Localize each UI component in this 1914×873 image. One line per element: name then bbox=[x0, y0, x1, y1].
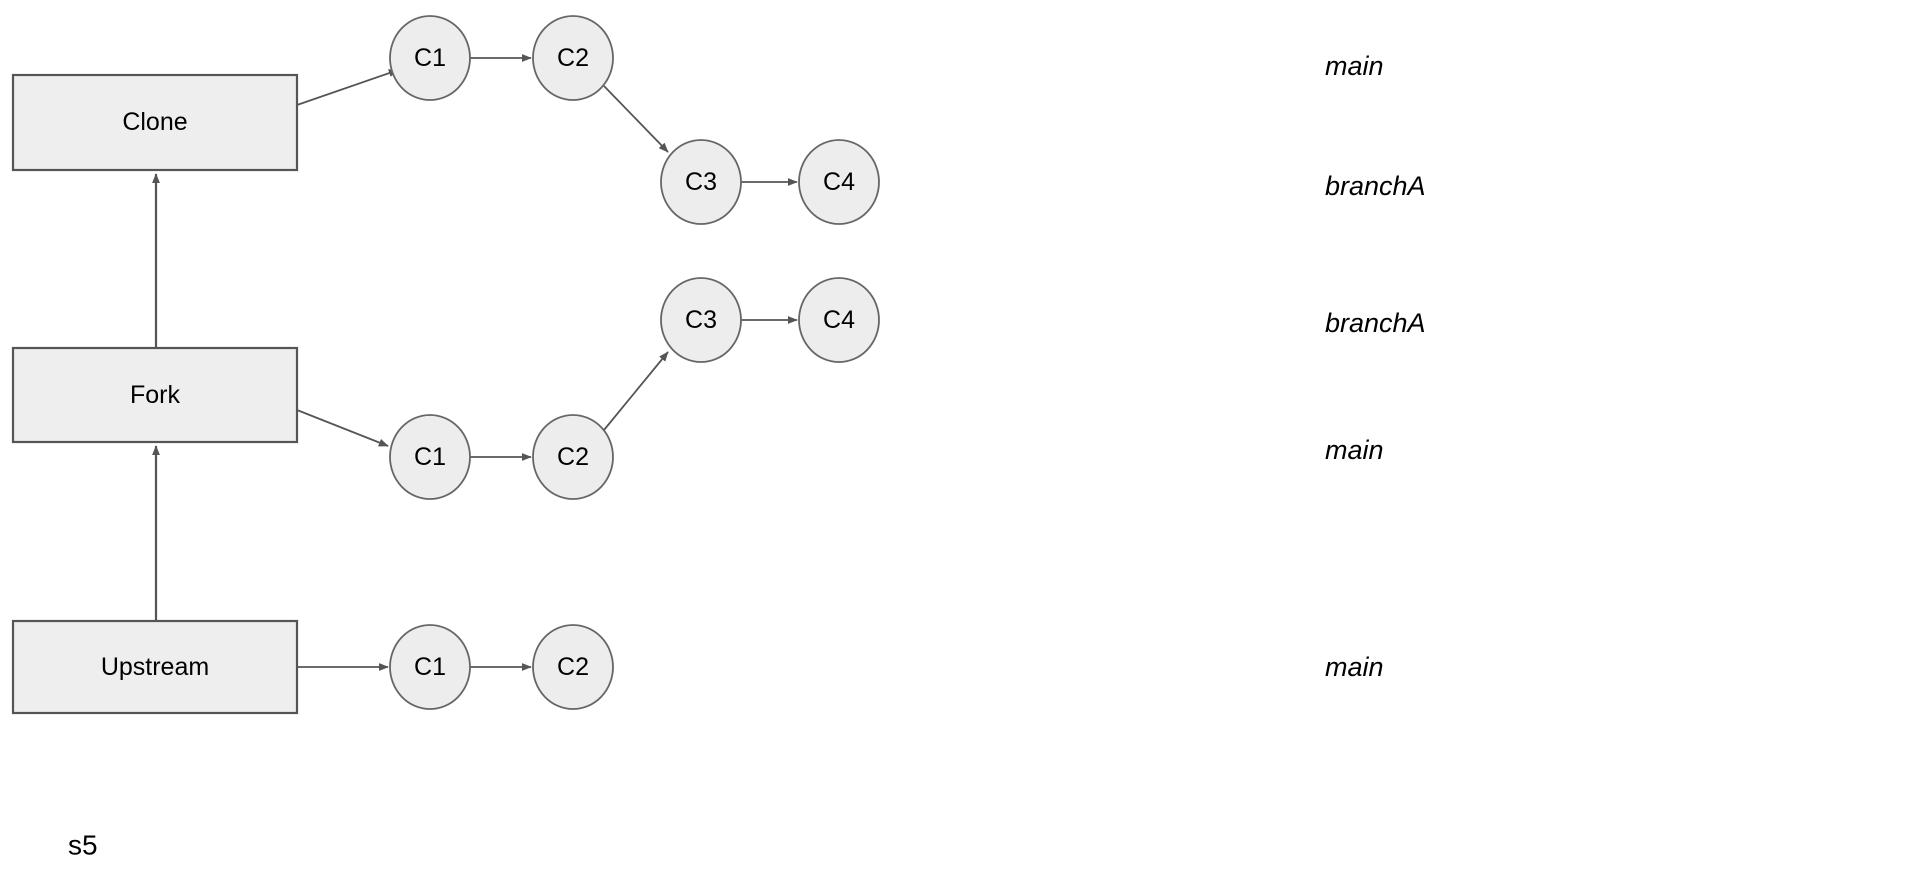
clone-branch-label-brancha: branchA bbox=[1325, 171, 1426, 201]
repo-clone[interactable]: Clone C1 C2 C3 C4 bbox=[11, 15, 1426, 225]
edge-fork-c2-to-c3 bbox=[603, 351, 669, 431]
upstream-commit-c2-circle[interactable] bbox=[532, 624, 614, 710]
clone-commit-c3-circle[interactable] bbox=[660, 139, 742, 225]
clone-commit-c4-label: C4 bbox=[823, 168, 855, 196]
repo-fork[interactable]: Fork C3 C4 C1 C2 bbox=[11, 277, 1426, 500]
upstream-commit-c2-label: C2 bbox=[557, 653, 589, 681]
clone-box-label: Clone bbox=[122, 108, 187, 136]
repo-upstream[interactable]: Upstream C1 C2 main bbox=[11, 619, 1384, 715]
fork-branch-label-main: main bbox=[1325, 435, 1384, 465]
commit-node[interactable]: C1 bbox=[389, 15, 471, 101]
upstream-commit-c1-circle[interactable] bbox=[389, 624, 471, 710]
clone-commit-c2-label: C2 bbox=[557, 44, 589, 72]
commit-node[interactable]: C2 bbox=[532, 414, 614, 500]
fork-commit-c4-circle[interactable] bbox=[798, 277, 880, 363]
clone-commit-c3-label: C3 bbox=[685, 168, 717, 196]
clone-commit-c4-circle[interactable] bbox=[798, 139, 880, 225]
fork-commit-c4-label: C4 bbox=[823, 306, 855, 334]
fork-branch-label-brancha: branchA bbox=[1325, 308, 1426, 338]
fork-commit-c3-circle[interactable] bbox=[660, 277, 742, 363]
commit-node[interactable]: C1 bbox=[389, 624, 471, 710]
edge-clone-c2-to-c3 bbox=[603, 85, 669, 153]
edge-clone-to-c1 bbox=[296, 69, 399, 106]
fork-commit-c1-label: C1 bbox=[414, 443, 446, 471]
commit-node[interactable]: C2 bbox=[532, 15, 614, 101]
fork-commit-c1-circle[interactable] bbox=[389, 414, 471, 500]
commit-node[interactable]: C2 bbox=[532, 624, 614, 710]
upstream-commit-c1-label: C1 bbox=[414, 653, 446, 681]
commit-node[interactable]: C3 bbox=[660, 277, 742, 363]
fork-commit-c2-circle[interactable] bbox=[532, 414, 614, 500]
fork-commit-c3-label: C3 bbox=[685, 306, 717, 334]
upstream-box[interactable] bbox=[11, 619, 299, 715]
upstream-box-label: Upstream bbox=[101, 653, 209, 681]
upstream-branch-label-main: main bbox=[1325, 652, 1384, 682]
clone-commit-c2-circle[interactable] bbox=[532, 15, 614, 101]
diagram-caption: s5 bbox=[68, 830, 98, 861]
commit-node[interactable]: C1 bbox=[389, 414, 471, 500]
clone-branch-label-main: main bbox=[1325, 51, 1384, 81]
commit-node[interactable]: C4 bbox=[798, 139, 880, 225]
clone-commit-c1-label: C1 bbox=[414, 44, 446, 72]
fork-box-label: Fork bbox=[130, 381, 181, 409]
clone-commit-c1-circle[interactable] bbox=[389, 15, 471, 101]
clone-edges bbox=[296, 54, 798, 186]
fork-commit-c2-label: C2 bbox=[557, 443, 589, 471]
edge-fork-to-c1 bbox=[296, 409, 389, 447]
fork-edges bbox=[296, 316, 798, 461]
commit-node[interactable]: C4 bbox=[798, 277, 880, 363]
clone-box[interactable] bbox=[11, 73, 299, 172]
fork-box[interactable] bbox=[11, 346, 299, 444]
commit-node[interactable]: C3 bbox=[660, 139, 742, 225]
